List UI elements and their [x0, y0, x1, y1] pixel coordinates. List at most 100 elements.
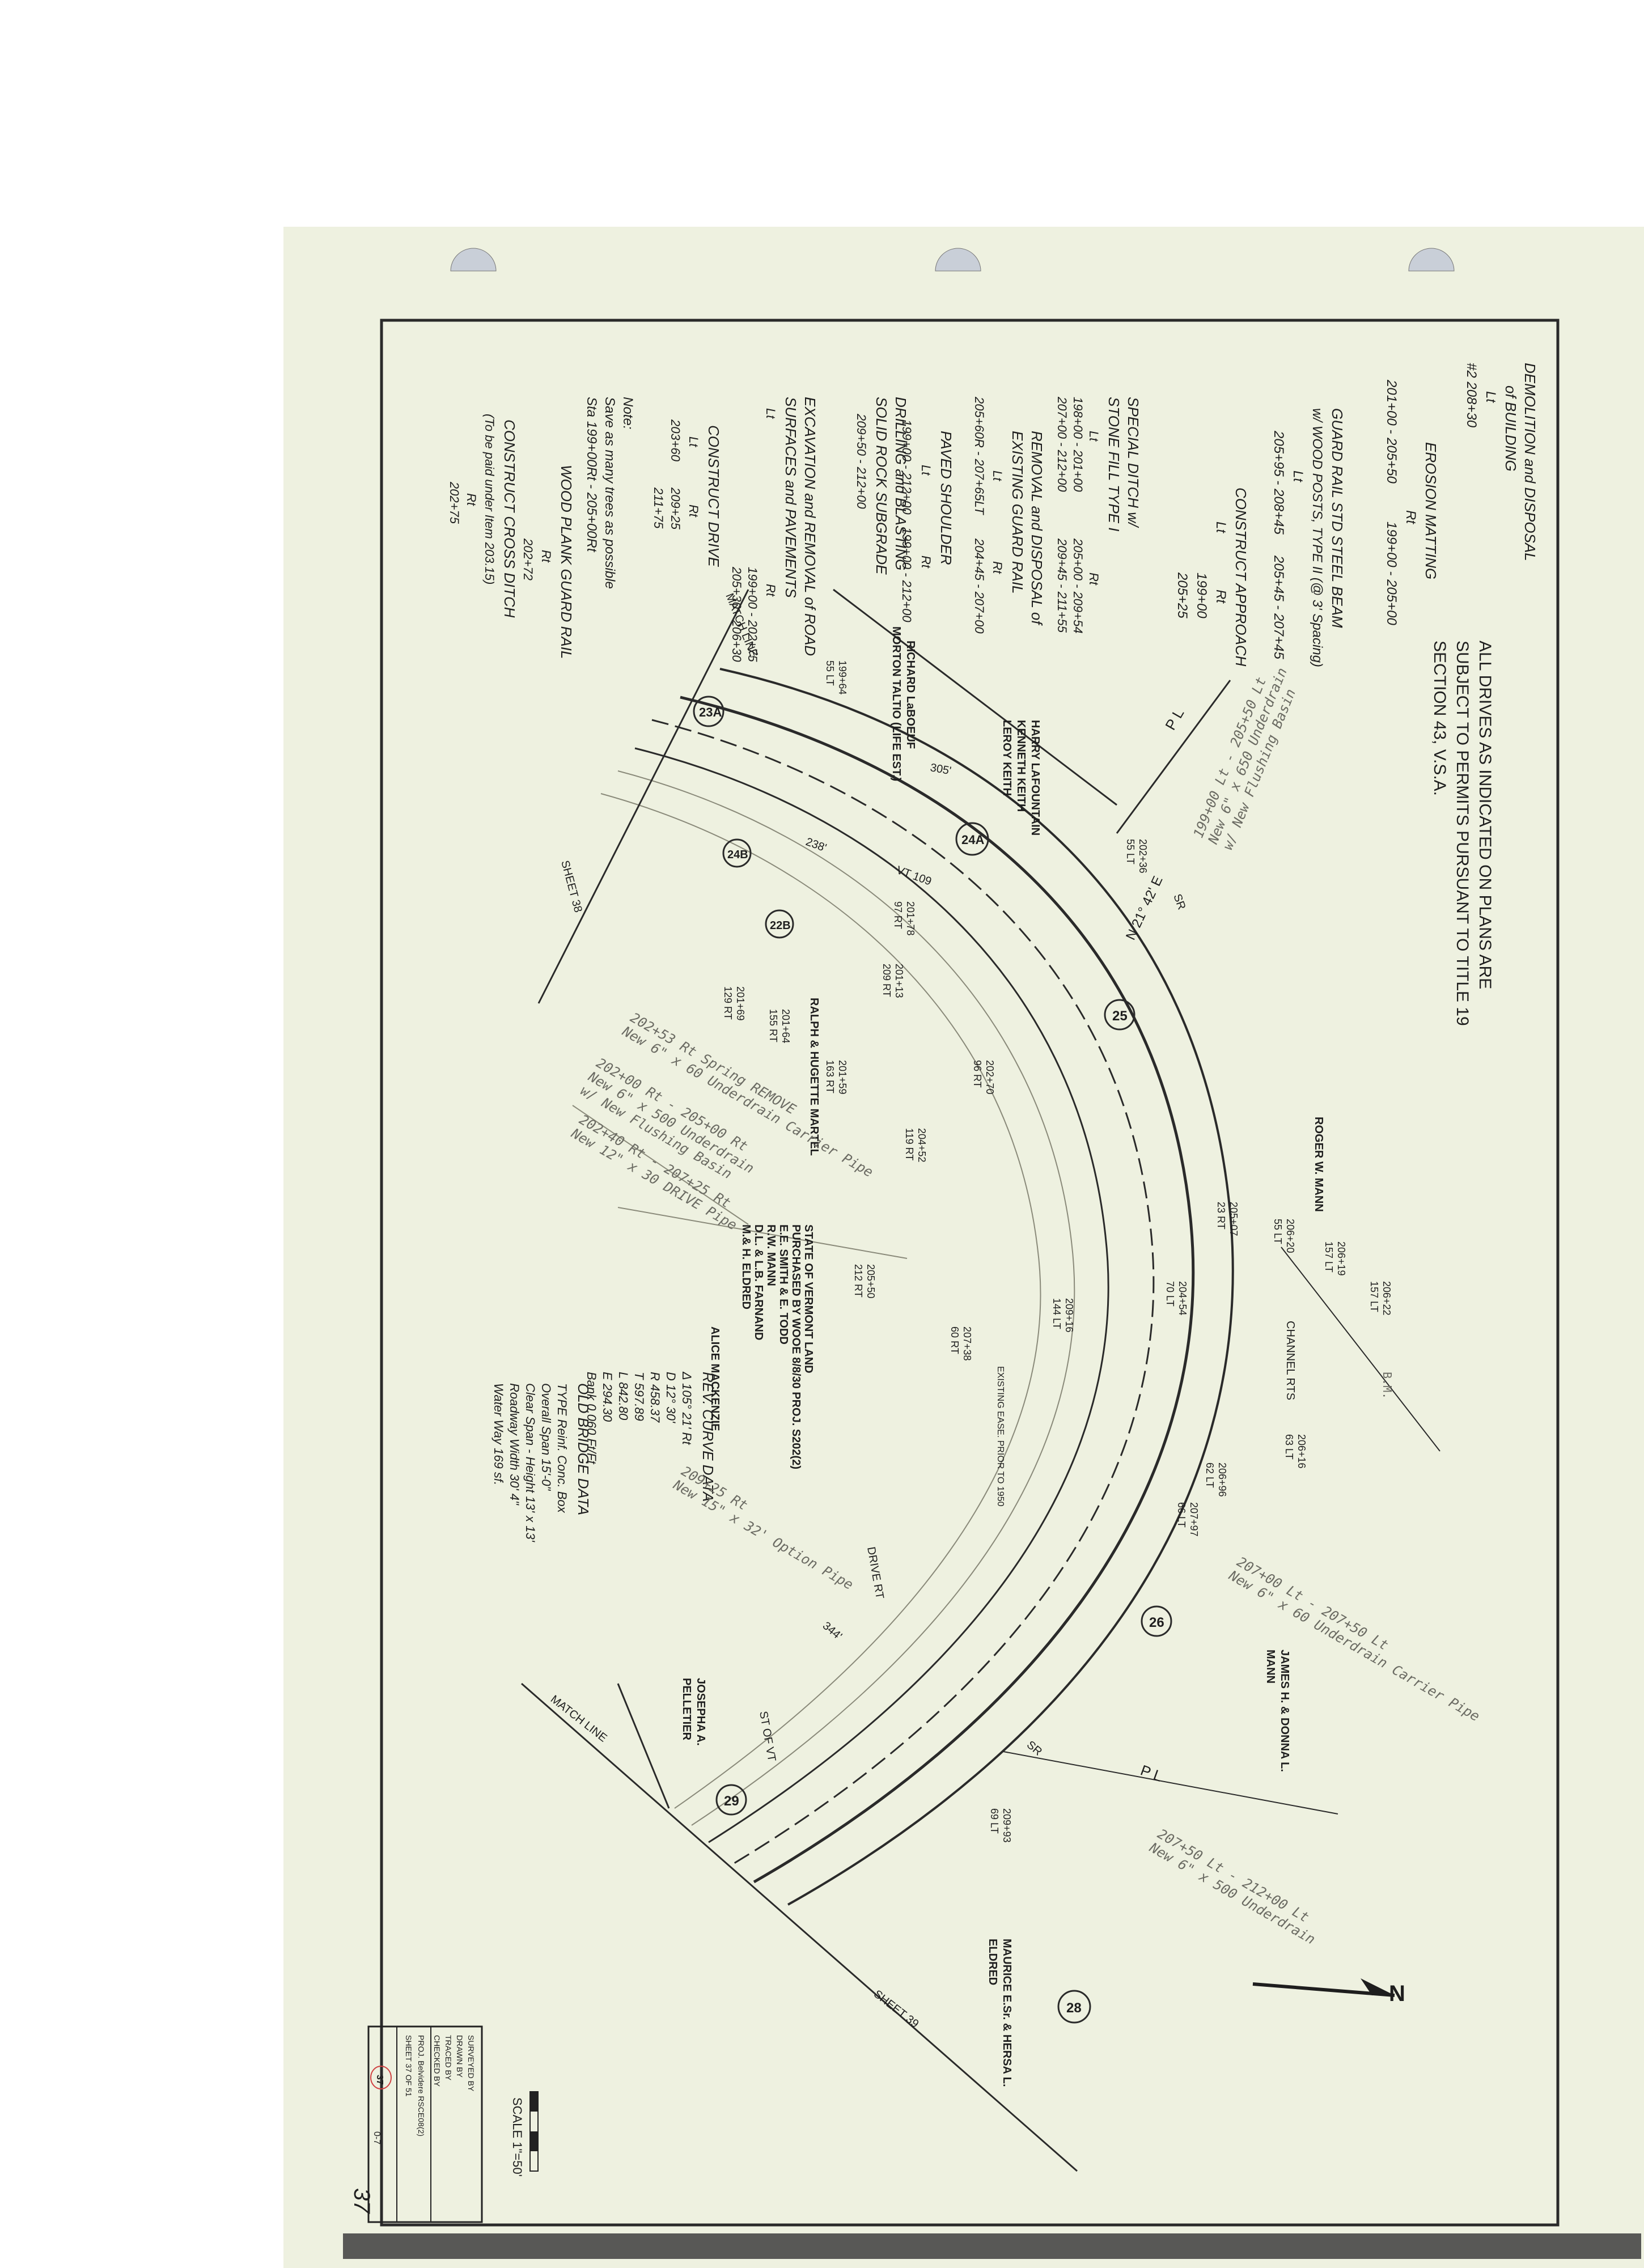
svg-text:62 LT: 62 LT — [1204, 1462, 1215, 1488]
svg-text:163 RT: 163 RT — [824, 1060, 836, 1093]
owner-laboeuf: RICHARD LaBOEUF — [904, 641, 917, 749]
owner-eldred: ELDRED — [986, 1939, 999, 1985]
svg-text:204+54: 204+54 — [1177, 1281, 1188, 1316]
note-special-ditch-lt-range-1: 198+00 - 201+00 — [1071, 397, 1085, 492]
curve-bank: Bank 0.060 Ft/Ft — [584, 1372, 599, 1465]
note-construct-drive: CONSTRUCT DRIVE Lt Rt 203+60 209+25 211+… — [651, 419, 722, 567]
st-of-vt-label: ST OF VT — [757, 1710, 778, 1762]
note-paved-lt-range: 199+00 - 212+00 — [900, 419, 914, 515]
svg-text:206+20: 206+20 — [1285, 1219, 1296, 1253]
svg-text:New 15" x 32' Option Pipe: New 15" x 32' Option Pipe — [670, 1477, 856, 1593]
note-paved-rt-range: 199+00 - 212+00 — [900, 527, 914, 622]
note-drive-rt: Rt — [687, 505, 701, 518]
note-guard-rail-rt-range: 205+45 - 207+45 — [1271, 555, 1286, 659]
note-excavation-rt-range-1: 199+00 - 202+75 — [745, 567, 760, 662]
bearing-label: N 21° 42' E — [1123, 874, 1166, 943]
bridge-waterway: Water Way 169 sf. — [491, 1383, 506, 1485]
sheet-number-label: SHEET 37 OF 51 — [404, 2035, 413, 2097]
note-demolition-title: DEMOLITION and DISPOSAL — [1522, 363, 1539, 561]
note-save-range: Sta 199+00Rt - 205+00Rt — [584, 397, 599, 553]
note-paved-title: PAVED SHOULDER — [938, 431, 955, 565]
curve-l: L 842.80 — [616, 1372, 630, 1421]
drives-note: ALL DRIVES AS INDICATED ON PLANS ARE SUB… — [1430, 641, 1494, 1026]
channel-rts-label: CHANNEL RTS — [1284, 1321, 1296, 1400]
parcel-24B: 24B — [722, 838, 752, 868]
svg-text:209+93: 209+93 — [1001, 1808, 1012, 1843]
parcel-29: 29 — [715, 1784, 747, 1816]
parcel-22B: 22B — [765, 909, 794, 939]
sheet-number-circle — [370, 2066, 392, 2089]
svg-text:201+69: 201+69 — [735, 986, 746, 1021]
note-wood-plank: WOOD PLANK GUARD RAIL Rt 202+72 — [521, 465, 575, 659]
bridge-clear: Clear Span - Height 13' x 13' — [523, 1383, 537, 1542]
curve-data-block: REV. CURVE DATA Δ 105° 21' Rt D 12° 30' … — [584, 1371, 717, 1502]
checked-by-label: CHECKED BY — [433, 2035, 442, 2087]
svg-text:205+50: 205+50 — [865, 1264, 876, 1299]
note-drive-lt: Lt — [687, 436, 701, 447]
project-label: PROJ. Belvidere RSCE08(2) — [417, 2035, 426, 2136]
note-approach-lt: Lt — [1213, 522, 1228, 533]
owner-martel: RALPH & HUGETTE MARTEL — [808, 998, 820, 1156]
sheet-number: 37 — [375, 2075, 384, 2085]
note-guard-rail-lt-range: 205+95 - 208+45 — [1271, 430, 1286, 535]
note-removal-rt: Rt — [990, 561, 1005, 574]
svg-text:25: 25 — [1112, 1008, 1128, 1024]
note-drilling: DRILLING and BLASTING SOLID ROCK SUBGRAD… — [854, 397, 909, 575]
svg-text:63 LT: 63 LT — [1283, 1434, 1295, 1460]
owner-pelletier: PELLETIER — [680, 1678, 693, 1741]
note-excavation-sub: SURFACES and PAVEMENTS — [782, 397, 799, 598]
note-removal-sub: EXISTING GUARD RAIL — [1009, 431, 1026, 594]
note-guard-rail: GUARD RAIL STD STEEL BEAM w/ WOOD POSTS,… — [1271, 408, 1346, 667]
svg-text:206+19: 206+19 — [1336, 1241, 1347, 1276]
svg-text:97 RT: 97 RT — [892, 901, 904, 929]
svg-text:24A: 24A — [961, 833, 984, 847]
plan-sheet — [283, 227, 1644, 2268]
traced-by-label: TRACED BY — [444, 2035, 453, 2081]
pl-label-1: P L — [1162, 706, 1187, 733]
svg-text:207+00 Lt - 207+50 Lt: 207+00 Lt - 207+50 Lt — [1234, 1554, 1391, 1654]
note-cross-ditch-rt: Rt — [464, 493, 478, 506]
scale-bar: SCALE 1"=50' — [510, 2091, 539, 2177]
note-demolition-sta: #2 208+30 — [1464, 363, 1479, 428]
curve-data-title: REV. CURVE DATA — [700, 1372, 717, 1502]
note-excavation-lt: Lt — [764, 408, 778, 419]
svg-text:202+70: 202+70 — [984, 1060, 995, 1095]
owner-smith-todd: E.E. SMITH & E. TODD — [777, 1224, 790, 1345]
note-drilling-title: DRILLING and BLASTING — [892, 397, 909, 570]
note-guard-rail-lt: Lt — [1290, 470, 1306, 482]
note-drilling-range: 209+50 - 212+00 — [854, 413, 868, 509]
owner-maurice: MAURICE E.Sr. & HERSA L. — [1001, 1939, 1013, 2087]
svg-text:201+59: 201+59 — [837, 1060, 848, 1095]
curve-delta: Δ 105° 21' Rt — [680, 1371, 694, 1445]
note-approach-lt-sta: 199+00 — [1194, 573, 1209, 618]
surveyed-by-label: SURVEYED BY — [467, 2035, 476, 2092]
svg-text:29: 29 — [724, 1794, 739, 1809]
note-paved-rt: Rt — [919, 556, 933, 569]
svg-text:207+38: 207+38 — [961, 1326, 973, 1361]
note-drive-title: CONSTRUCT DRIVE — [705, 425, 722, 567]
svg-text:66 LT: 66 LT — [1176, 1502, 1187, 1528]
route-label: VT 109 — [895, 864, 933, 888]
parcel-markers: 23A 24A 24B 22B 25 26 28 29 — [693, 696, 1172, 2024]
owner-labels: ROGER W. MANN HARRY LAFOUNTAIN KENNETH K… — [680, 626, 1325, 2087]
note-special-ditch-type: STONE FILL TYPE I — [1105, 397, 1122, 531]
note-wood-plank-sta: 202+72 — [521, 538, 535, 580]
note-removal-rt-range: 204+45 - 207+00 — [972, 538, 986, 634]
parcel-28: 28 — [1057, 1990, 1091, 2024]
note-excavation-title: EXCAVATION and REMOVAL of ROAD — [802, 397, 819, 656]
bottom-scan-band — [343, 2233, 1641, 2259]
sr-label-1: SR — [1171, 892, 1188, 912]
note-demolition-sub: of BUILDING — [1502, 385, 1519, 472]
misc-labels: MATCH LINE MATCH LINE SHEET 38 SHEET 39 … — [548, 592, 1394, 2030]
note-cross-ditch-item: (To be paid under Item 203.15) — [482, 414, 497, 584]
